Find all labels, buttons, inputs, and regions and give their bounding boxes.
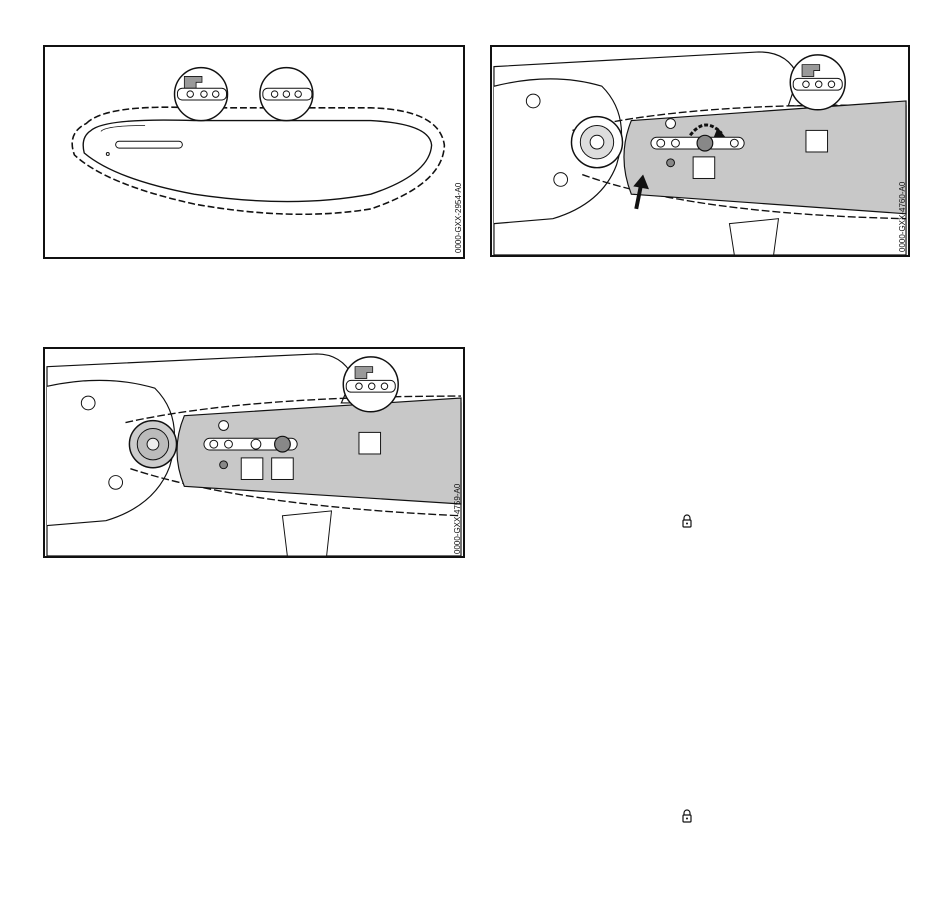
lock-icon [680, 513, 694, 529]
bar-chain-illustration [45, 47, 463, 257]
bar-mounting-illustration [45, 349, 463, 556]
figure-code: 0000-GXX-4759-A0 [453, 484, 462, 554]
figure-bar-chain: 0000-GXX-2954-A0 [43, 45, 465, 259]
figure-chain-tension: 0000-GXX-4760-A0 [490, 45, 910, 257]
figure-code: 0000-GXX-4760-A0 [898, 182, 907, 252]
figure-bar-mounting: 0000-GXX-4759-A0 [43, 347, 465, 558]
figure-code: 0000-GXX-2954-A0 [454, 183, 463, 253]
chain-tension-illustration [492, 47, 908, 255]
lock-icon [680, 808, 694, 824]
